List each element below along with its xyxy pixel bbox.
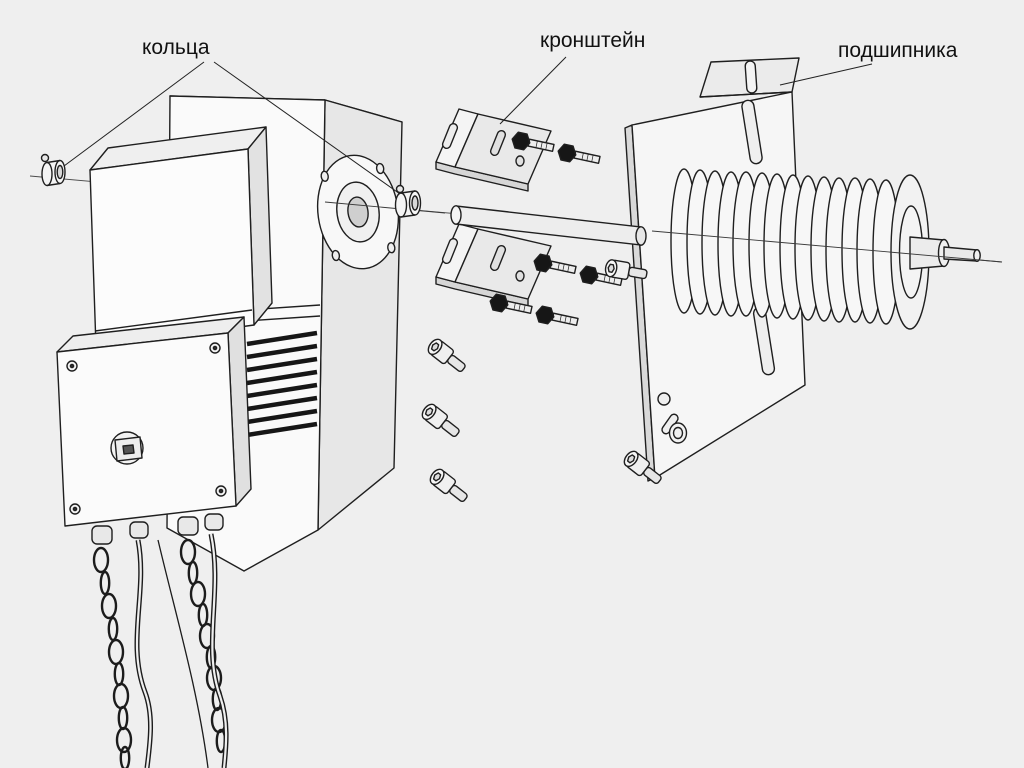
plate-slot-top <box>741 99 763 165</box>
shaft-tip <box>973 248 981 262</box>
leader-rings-left <box>63 61 205 167</box>
ring-left <box>40 153 66 187</box>
hex-bolt <box>511 131 555 152</box>
hex-bolt <box>557 143 601 164</box>
junction-box <box>56 316 252 527</box>
cable-left <box>134 539 154 768</box>
leader-bearing <box>779 63 873 86</box>
label-bracket: кронштейн <box>540 29 645 52</box>
angle-bracket-lower <box>435 223 552 307</box>
label-rings: кольца <box>142 36 210 59</box>
motor-unit <box>56 95 446 572</box>
hex-bolt <box>489 293 533 314</box>
leader-lines <box>63 56 873 195</box>
shaft-square-end <box>122 444 135 455</box>
socket-bolts <box>421 259 688 503</box>
chain-left <box>92 546 133 768</box>
socket-bolt <box>429 468 468 503</box>
socket-bolt <box>623 450 662 485</box>
plate-hole <box>657 392 671 406</box>
leader-rings-right <box>213 61 401 195</box>
socket-bolt <box>604 259 648 280</box>
drive-shaft <box>450 205 647 246</box>
axis-centerline-overlay <box>651 230 1003 263</box>
socket-bolt <box>427 338 466 373</box>
cable-right <box>157 533 229 768</box>
spring-end-hub <box>890 174 981 330</box>
washer-ring <box>668 422 688 444</box>
set-screw <box>40 153 50 163</box>
socket-bolt <box>421 403 460 438</box>
motor-top-box <box>89 126 273 348</box>
mounting-flange <box>316 154 400 270</box>
label-bearing: подшипника <box>838 39 958 62</box>
set-screw <box>395 184 405 194</box>
hex-bolts <box>489 131 623 326</box>
angle-bracket-upper <box>435 108 552 192</box>
hex-bolt <box>533 253 577 274</box>
ring-right <box>394 184 422 218</box>
hex-bolt <box>535 305 579 326</box>
cooling-fins <box>246 330 318 438</box>
flange-slot <box>744 60 758 94</box>
leader-bracket <box>499 56 567 125</box>
cable-glands <box>91 513 224 545</box>
torsion-spring <box>670 168 900 325</box>
